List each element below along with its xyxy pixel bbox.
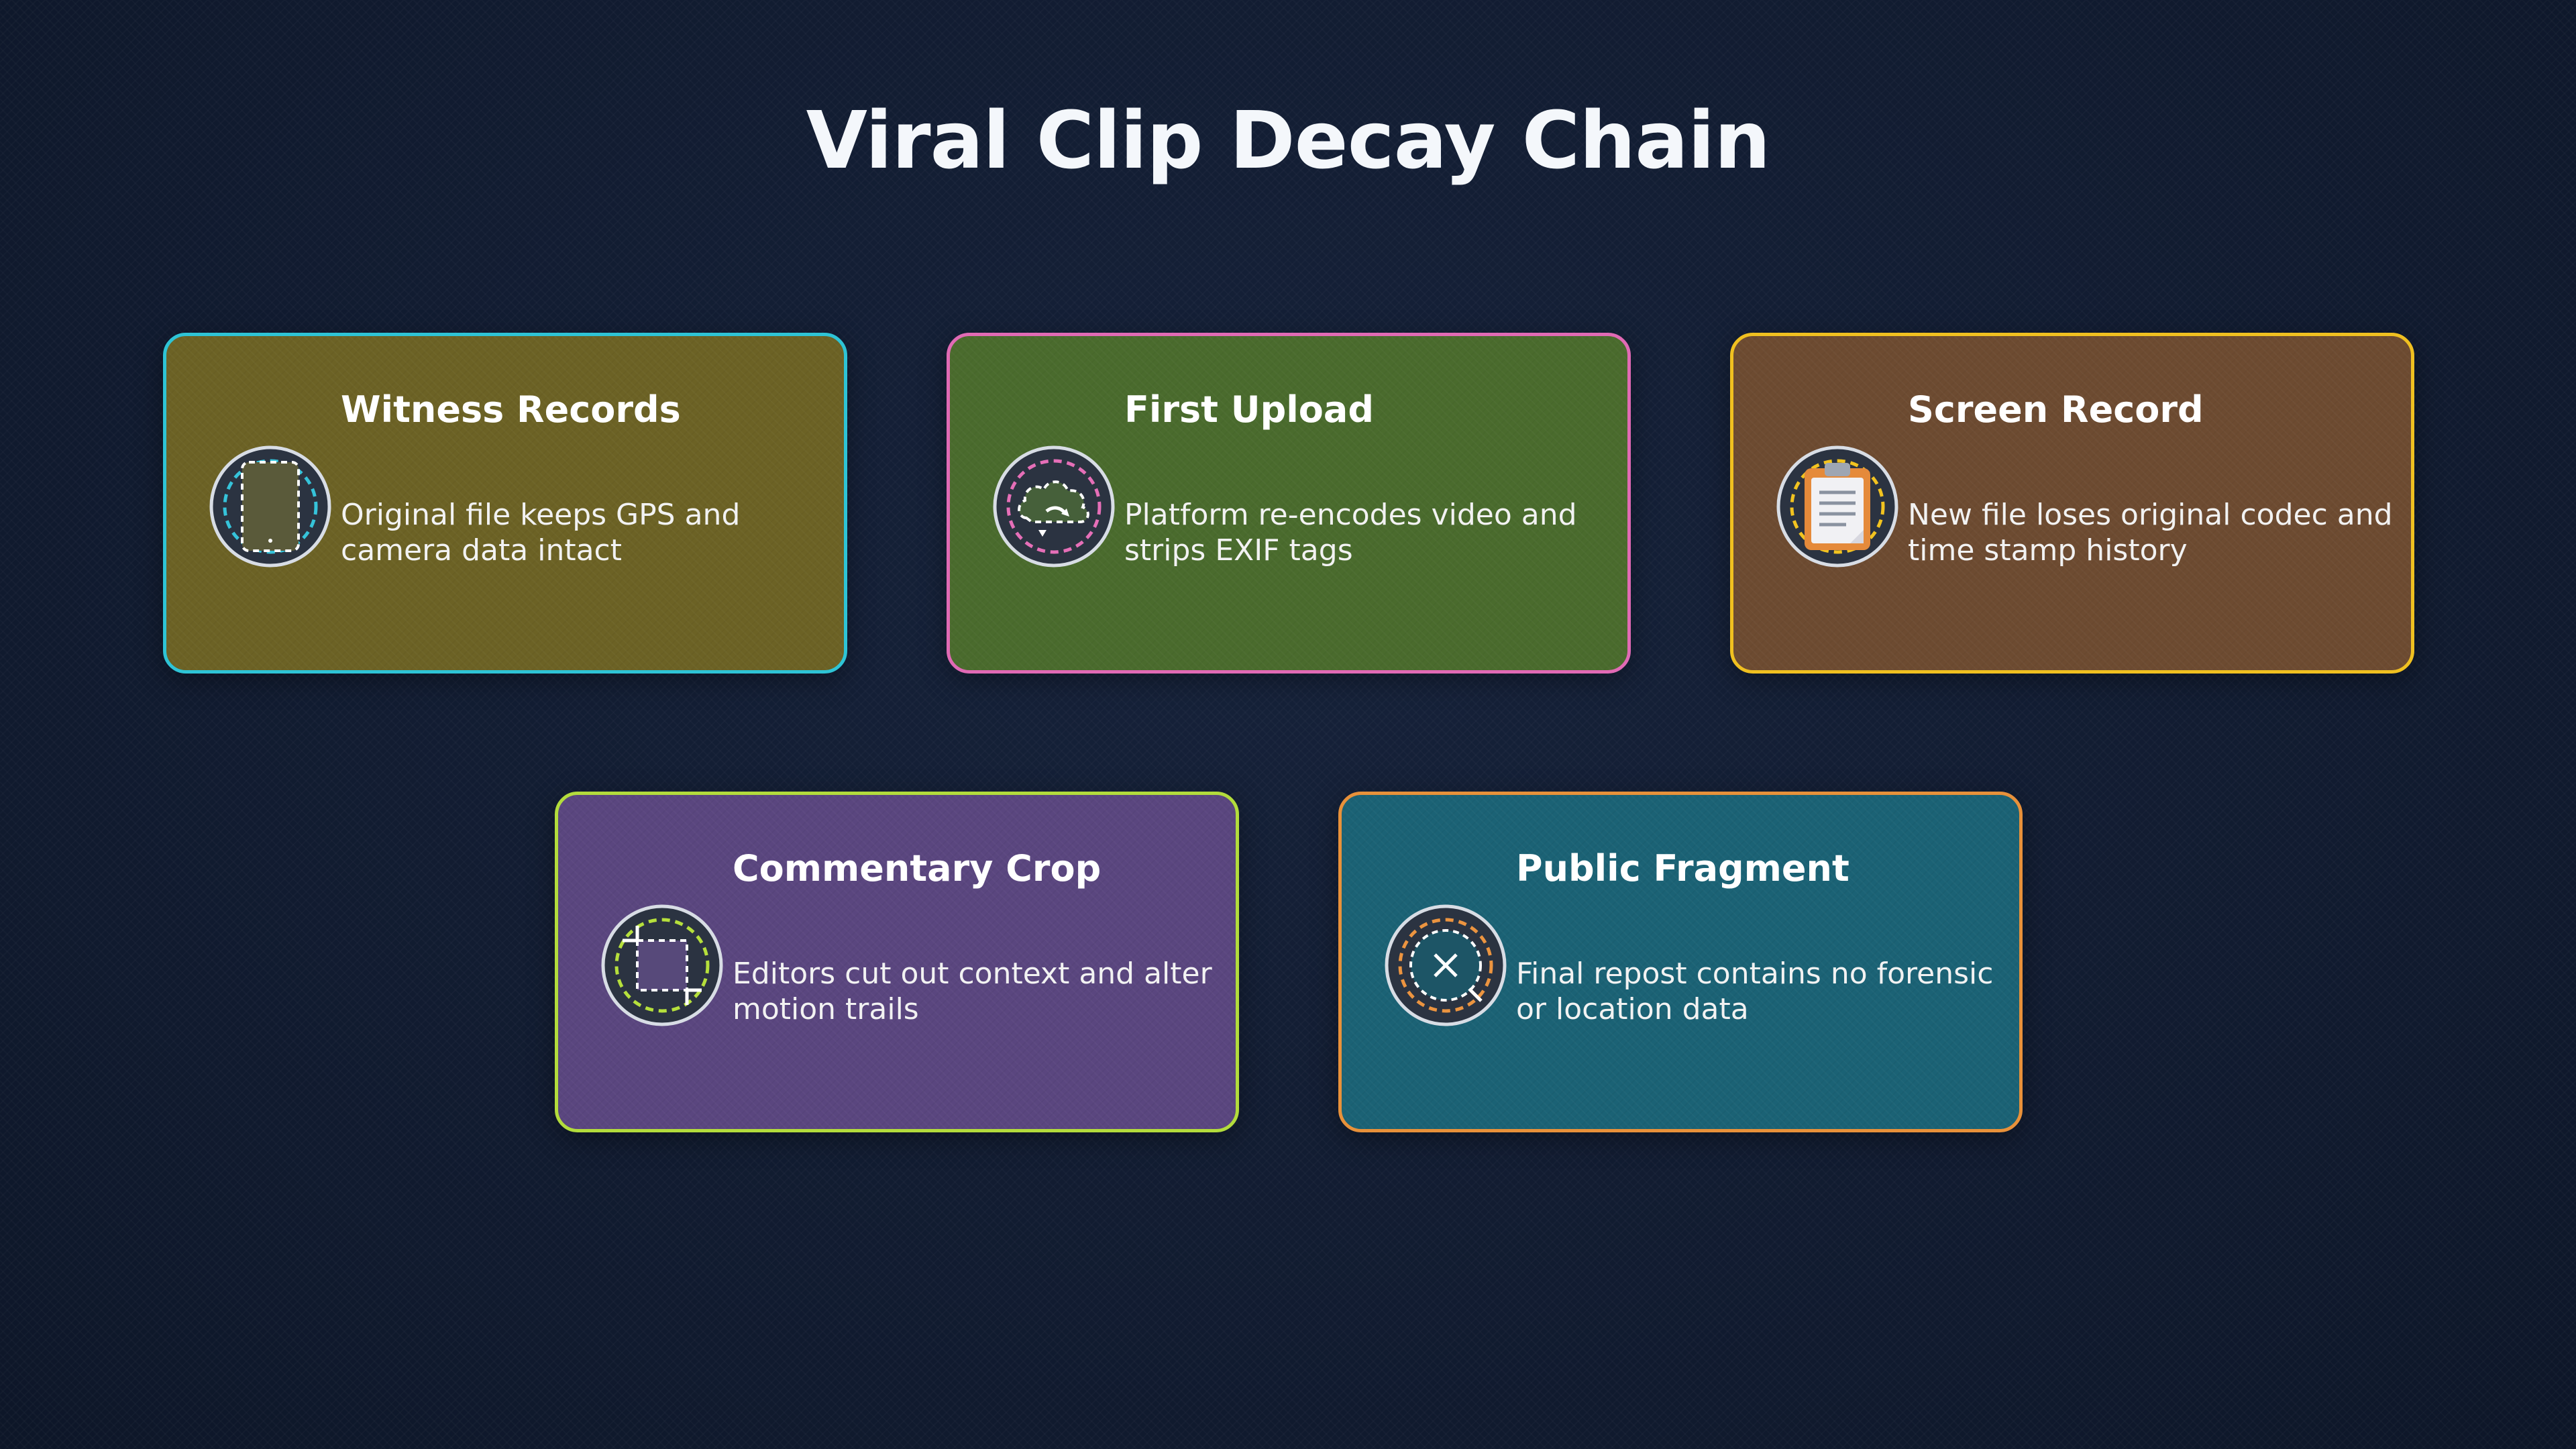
stage-description: Final repost contains no forensic or loc… <box>1516 957 1994 1026</box>
stage-title: Screen Record <box>1908 388 2204 431</box>
stage-title: First Upload <box>1124 388 1374 431</box>
stage-card-public-fragment: Public Fragment Final repost contains no… <box>1338 792 2023 1132</box>
stage-description: New file loses original codec and time s… <box>1908 498 2393 568</box>
crop-icon <box>600 903 724 1028</box>
stage-title: Public Fragment <box>1516 847 1849 890</box>
stage-card-first-upload: First Upload Platform re-encodes video a… <box>947 333 1631 674</box>
stage-card-screen-record: Screen Record New file loses original co… <box>1730 333 2414 674</box>
stage-title: Commentary Crop <box>733 847 1102 890</box>
broken-link-icon <box>1383 903 1508 1028</box>
stage-description: Editors cut out context and alter motion… <box>733 957 1212 1026</box>
phone-icon <box>208 444 333 569</box>
stage-card-witness-records: Witness Records Original file keeps GPS … <box>163 333 847 674</box>
cloud-upload-icon <box>991 444 1116 569</box>
stage-description: Original file keeps GPS and camera data … <box>341 498 741 568</box>
stage-card-commentary-crop: Commentary Crop Editors cut out context … <box>555 792 1239 1132</box>
stage-description: Platform re-encodes video and strips EXI… <box>1124 498 1577 568</box>
clipboard-icon <box>1775 444 1900 569</box>
diagram-title: Viral Clip Decay Chain <box>806 94 1771 186</box>
stage-title: Witness Records <box>341 388 681 431</box>
